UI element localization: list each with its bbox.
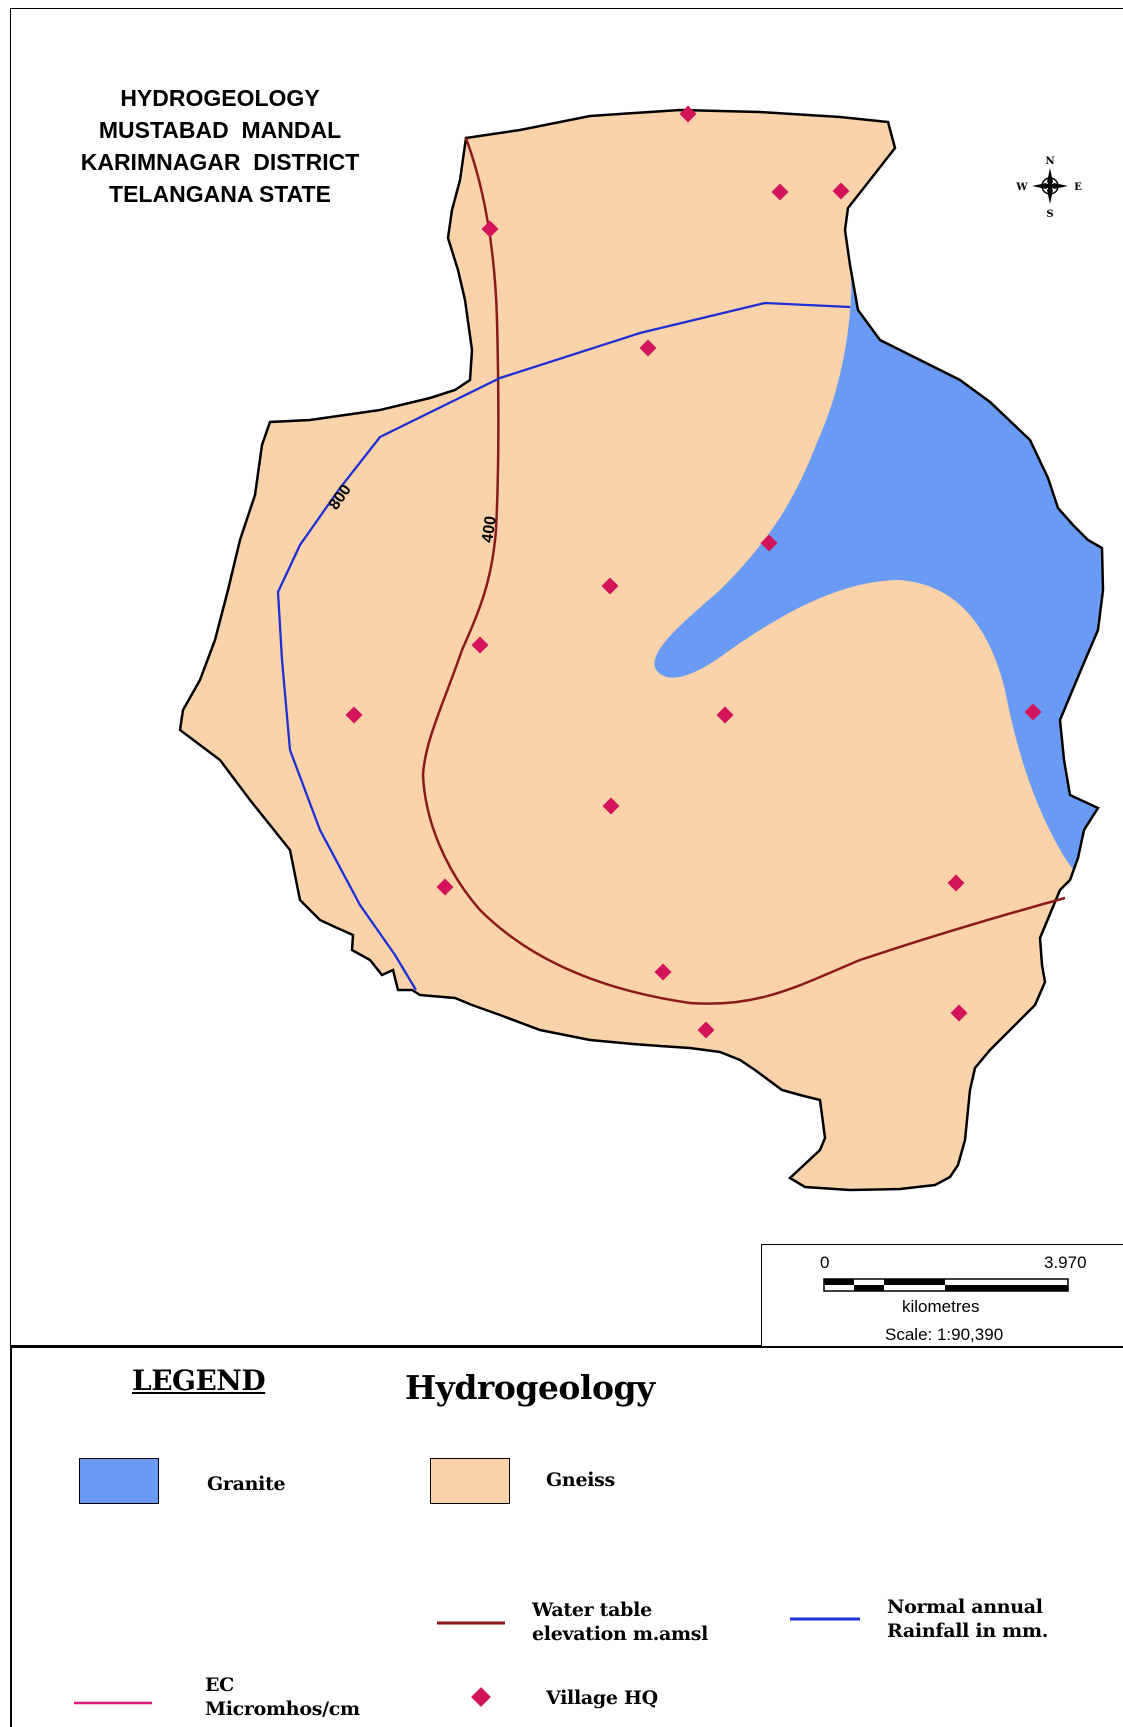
map-title: HYDROGEOLOGY MUSTABAD MANDAL KARIMNAGAR …: [30, 82, 410, 210]
map-title-line-2: MUSTABAD MANDAL: [98, 117, 342, 143]
scale-start-label: 0: [820, 1253, 830, 1272]
water-table-label-line-1: Water table: [532, 1599, 652, 1621]
scale-bar-icon: [823, 1278, 1069, 1292]
gneiss-label: Gneiss: [546, 1469, 615, 1491]
village-hq-marker[interactable]: [832, 182, 850, 200]
village-hq-marker[interactable]: [947, 874, 965, 892]
granite-label: Granite: [207, 1473, 286, 1495]
village-hq-marker[interactable]: [471, 636, 489, 654]
scale-ratio-label: Scale: 1:90,390: [885, 1325, 1004, 1344]
compass-south: S: [1046, 209, 1053, 220]
village-hq-marker[interactable]: [436, 878, 454, 896]
granite-swatch: [79, 1458, 159, 1504]
water-table-contour: [421, 137, 1066, 1005]
village-hq-marker[interactable]: [679, 105, 697, 123]
ec-legend-line: [74, 1701, 152, 1705]
map-title-line-4: TELANGANA STATE: [109, 181, 331, 207]
rainfall-contour: [276, 301, 851, 991]
village-hq-marker[interactable]: [639, 339, 657, 357]
rainfall-label-line-1: Normal annual: [887, 1596, 1043, 1618]
legend-heading: LEGEND: [132, 1364, 266, 1397]
village-hq-marker[interactable]: [602, 797, 620, 815]
rainfall-label-line-2: Rainfall in mm.: [887, 1620, 1049, 1642]
water-table-legend-line: [437, 1621, 505, 1625]
village-hq-marker[interactable]: [654, 963, 672, 981]
village-hq-marker[interactable]: [771, 183, 789, 201]
village-hq-marker[interactable]: [345, 706, 363, 724]
compass-west: W: [1015, 182, 1028, 193]
map-canvas: 800 400 N S E W: [178, 105, 1105, 1192]
gneiss-swatch: [430, 1458, 510, 1504]
mandal-boundary: [178, 108, 1105, 1192]
compass-rose-icon: N S E W: [1015, 156, 1082, 220]
map-frame: [10, 8, 1123, 1346]
village-hq-marker[interactable]: [716, 706, 734, 724]
water-table-label-line-2: elevation m.amsl: [532, 1623, 709, 1645]
scale-unit-label: kilometres: [902, 1297, 980, 1316]
map-title-line-1: HYDROGEOLOGY: [120, 85, 320, 111]
village-hq-marker[interactable]: [760, 534, 778, 552]
water-table-contour-label: 400: [479, 515, 500, 544]
village-hq-legend-icon: [471, 1687, 491, 1707]
village-hq-label: Village HQ: [546, 1687, 658, 1709]
scale-end-label: 3.970: [1044, 1253, 1087, 1272]
village-hq-marker[interactable]: [950, 1004, 968, 1022]
compass-north: N: [1045, 156, 1054, 167]
legend-title: Hydrogeology: [405, 1368, 655, 1407]
map-title-line-3: KARIMNAGAR DISTRICT: [80, 149, 360, 175]
ec-label-line-1: EC: [205, 1674, 235, 1696]
ec-label-line-2: Micromhos/cm: [205, 1698, 360, 1720]
village-hq-marker[interactable]: [601, 577, 619, 595]
gneiss-area: [180, 110, 1103, 1190]
compass-east: E: [1074, 182, 1082, 193]
scale-bar-box: 0 3.970 kilometres Scale: 1:90,390: [761, 1244, 1123, 1346]
rainfall-legend-line: [790, 1617, 860, 1621]
legend-panel: LEGEND Hydrogeology Granite Gneiss Water…: [10, 1346, 1123, 1727]
